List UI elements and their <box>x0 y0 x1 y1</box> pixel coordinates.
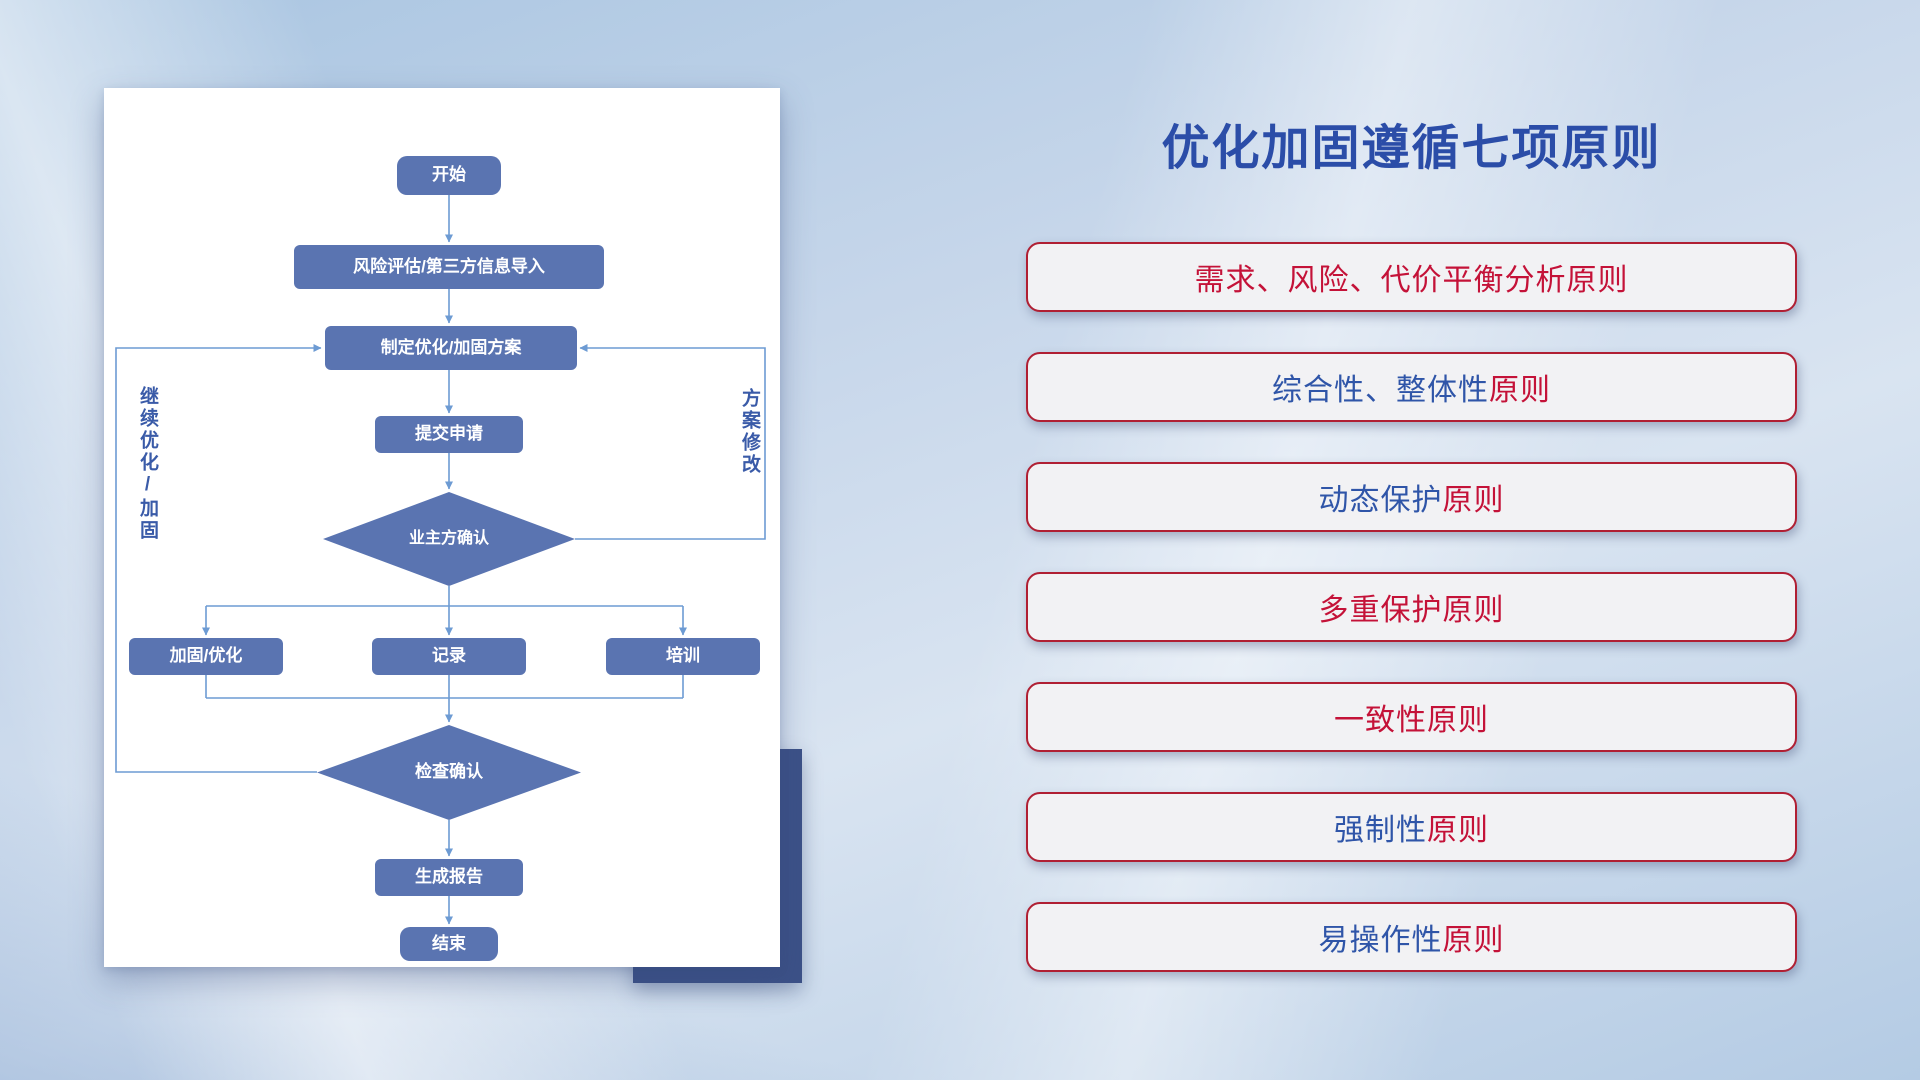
principle-text-segment: 原则 <box>1427 814 1489 847</box>
principle-text-segment: 易操作性 <box>1318 924 1443 957</box>
flowchart-card: 开始 风险评估/第三方信息导入 制定优化/加固方案 提交申请 业主方确认 加固/… <box>104 88 780 967</box>
principle-text-segment: 原则 <box>1442 924 1505 957</box>
principle-text-segment: 需求、风险、代价平衡分析原则 <box>1194 264 1629 297</box>
node-train: 培训 <box>606 638 760 675</box>
principle-text-segment: 原则 <box>1489 374 1551 407</box>
label-continue-loop: 继续优化/加固 <box>137 386 158 542</box>
principle-box: 易操作性原则 <box>1026 902 1797 972</box>
node-end: 结束 <box>400 927 498 961</box>
principle-box: 一致性原则 <box>1026 682 1797 752</box>
node-reinforce-optimize: 加固/优化 <box>129 638 283 675</box>
principle-box: 多重保护原则 <box>1026 572 1797 642</box>
principle-text-segment: 动态保护 <box>1318 484 1443 517</box>
label-plan-revision: 方案修改 <box>739 388 760 476</box>
principle-text-segment: 一致性原则 <box>1334 704 1489 737</box>
principle-text-segment: 多重保护原则 <box>1318 594 1505 627</box>
principle-text-segment: 原则 <box>1442 484 1505 517</box>
node-submit: 提交申请 <box>375 416 523 453</box>
principle-box: 需求、风险、代价平衡分析原则 <box>1026 242 1797 312</box>
principle-box: 强制性原则 <box>1026 792 1797 862</box>
flowchart-connectors <box>115 195 766 925</box>
principle-box: 动态保护原则 <box>1026 462 1797 532</box>
principle-text-segment: 综合性、整体性 <box>1272 374 1489 407</box>
node-risk-import: 风险评估/第三方信息导入 <box>294 245 604 289</box>
principle-text-segment: 强制性 <box>1334 814 1427 847</box>
principles-list: 需求、风险、代价平衡分析原则综合性、整体性原则动态保护原则多重保护原则一致性原则… <box>1026 242 1797 1012</box>
node-record: 记录 <box>372 638 526 675</box>
node-make-plan: 制定优化/加固方案 <box>325 326 577 370</box>
node-report: 生成报告 <box>375 859 523 896</box>
node-start: 开始 <box>397 156 501 195</box>
page-title: 优化加固遵循七项原则 <box>1161 122 1662 175</box>
principle-box: 综合性、整体性原则 <box>1026 352 1797 422</box>
